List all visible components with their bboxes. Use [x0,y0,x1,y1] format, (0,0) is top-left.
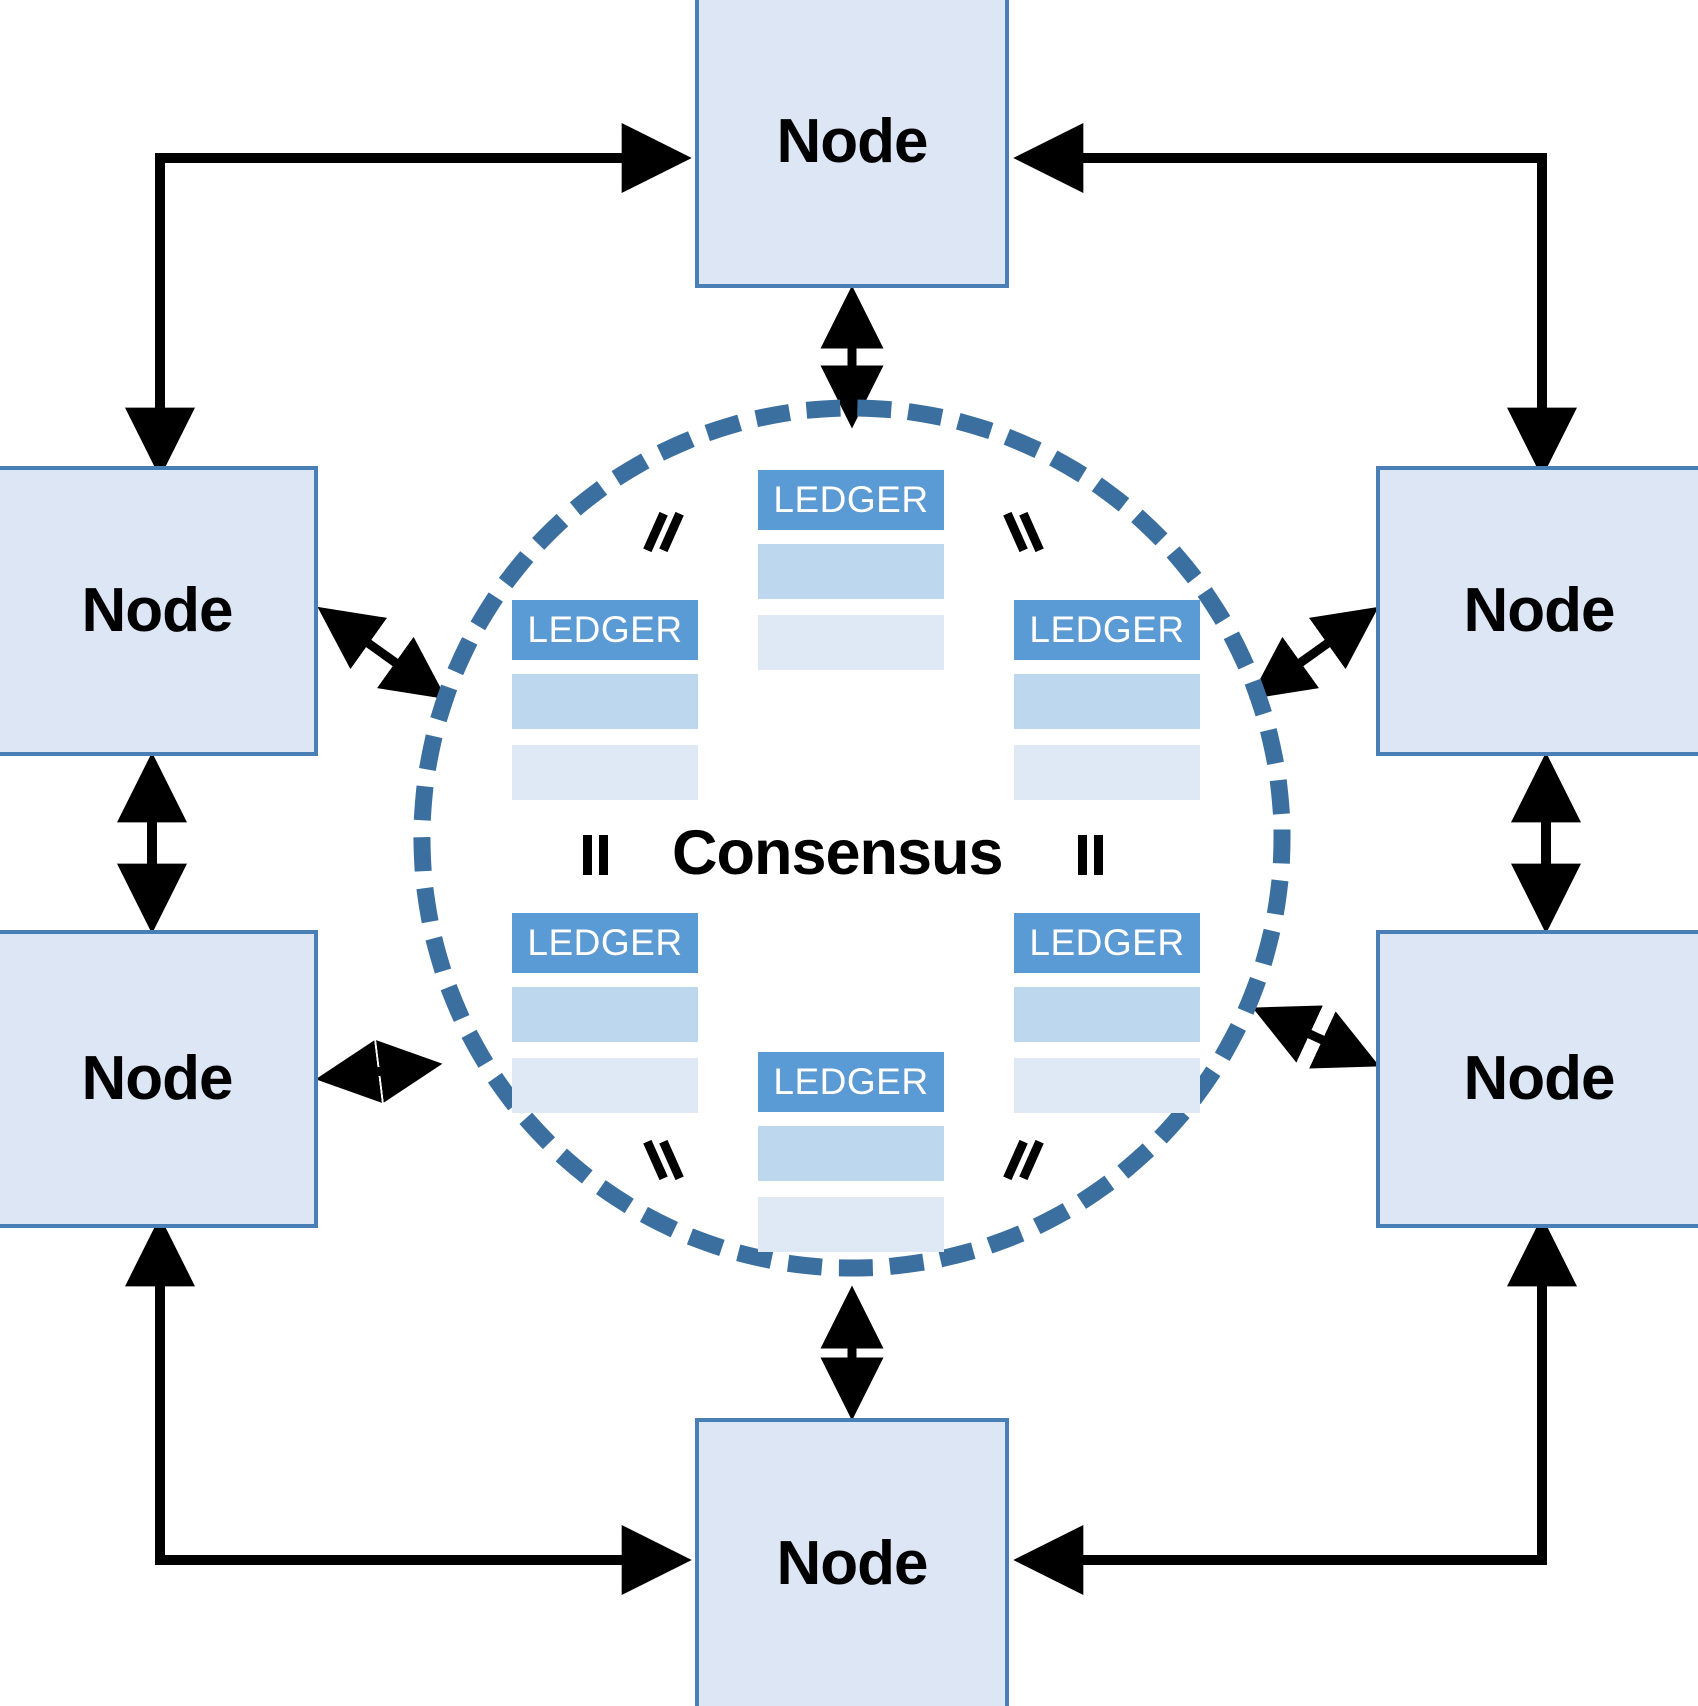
node-left-lower[interactable]: Node [0,930,318,1228]
ledger-row-secondary [1014,1058,1200,1113]
ledger-row-secondary [512,745,698,800]
ledger-row-primary [758,1126,944,1181]
ledger-row-primary [758,544,944,599]
ledger-header-label: LEDGER [758,470,944,530]
conn-center-right-upper [1249,606,1379,700]
node-top[interactable]: Node [695,0,1009,288]
equals-sign-icon-top-right [1003,511,1045,553]
ledger-bottom[interactable]: LEDGER [758,1052,944,1252]
equals-sign-icon-bottom-left [643,1139,685,1181]
ledger-row-secondary [758,615,944,670]
ledger-upper-left[interactable]: LEDGER [512,600,698,800]
ledger-row-secondary [1014,745,1200,800]
ledger-header-label: LEDGER [758,1052,944,1112]
ledger-header-label: LEDGER [512,600,698,660]
ledger-upper-right[interactable]: LEDGER [1014,600,1200,800]
node-label: Node [1463,1044,1616,1113]
ledger-lower-right[interactable]: LEDGER [1014,913,1200,1113]
conn-leftlower-to-bottom [125,1216,692,1595]
equals-sign-icon-mid-right [1070,835,1110,875]
equals-sign-icon-bottom-right [1003,1139,1045,1181]
conn-center-left-upper [317,606,447,700]
conn-rightlower-to-bottom [1013,1216,1577,1595]
conn-center-left-lower [315,1040,443,1103]
node-label: Node [81,576,234,645]
equals-sign-icon-top-left [643,511,685,553]
ledger-top[interactable]: LEDGER [758,470,944,670]
node-label: Node [776,107,929,176]
ledger-header-label: LEDGER [1014,600,1200,660]
ledger-row-primary [512,674,698,729]
node-bottom[interactable]: Node [695,1418,1009,1706]
node-label: Node [81,1044,234,1113]
ledger-row-primary [512,987,698,1042]
ledger-header-label: LEDGER [512,913,698,973]
node-label: Node [1463,576,1616,645]
ledger-row-secondary [512,1058,698,1113]
ledger-row-primary [1014,674,1200,729]
conn-rightupper-to-top [1013,123,1577,478]
node-left-upper[interactable]: Node [0,466,318,756]
node-label: Node [776,1529,929,1598]
node-right-upper[interactable]: Node [1376,466,1698,756]
equals-sign-icon-mid-left [575,835,615,875]
ledger-header-label: LEDGER [1014,913,1200,973]
ledger-row-secondary [758,1197,944,1252]
conn-leftupper-to-top [125,123,692,478]
consensus-label: Consensus [672,818,1004,888]
node-right-lower[interactable]: Node [1376,930,1698,1228]
ledger-lower-left[interactable]: LEDGER [512,913,698,1113]
conn-center-right-lower [1252,1005,1380,1069]
ledger-row-primary [1014,987,1200,1042]
